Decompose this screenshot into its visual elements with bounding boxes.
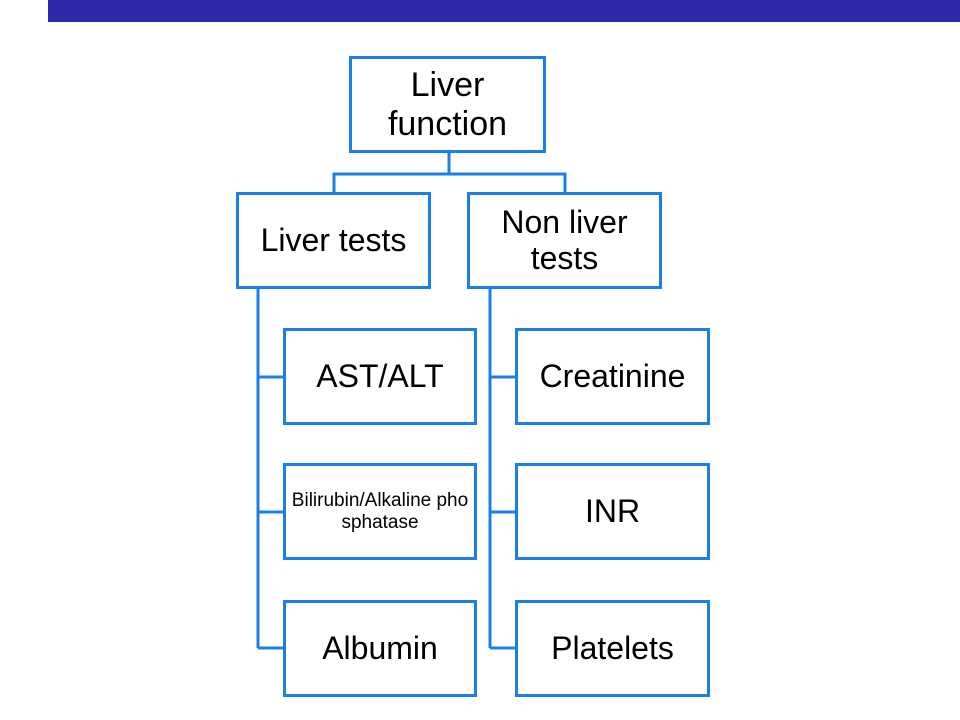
branch-node-label: Non liver tests — [501, 203, 628, 276]
leaf-node-label: INR — [584, 492, 641, 529]
branch-node-non-liver-tests: Non liver tests — [467, 192, 662, 289]
leaf-node-bilirubin-alkaline-phosphatase: Bilirubin/Alkaline phosphatase — [283, 463, 477, 560]
root-node-label: Liver function — [387, 66, 508, 143]
connector-liver-tests-children — [256, 288, 285, 650]
branch-node-liver-tests: Liver tests — [236, 192, 431, 289]
connector-non-liver-tests-children — [488, 288, 517, 650]
leaf-node-ast-alt: AST/ALT — [283, 328, 477, 425]
leaf-node-label: Albumin — [322, 629, 438, 666]
leaf-node-label: Platelets — [551, 629, 674, 666]
branch-node-label: Liver tests — [260, 221, 407, 258]
leaf-node-label: Creatinine — [539, 357, 686, 394]
root-node: Liver function — [349, 56, 546, 153]
leaf-node-platelets: Platelets — [515, 600, 710, 697]
title-bar — [48, 0, 960, 22]
leaf-node-albumin: Albumin — [283, 600, 477, 697]
leaf-node-inr: INR — [515, 463, 710, 560]
leaf-node-label: AST/ALT — [316, 357, 444, 394]
leaf-node-label: Bilirubin/Alkaline phosphatase — [291, 490, 469, 533]
connector-root-to-branches — [332, 152, 567, 192]
leaf-node-creatinine: Creatinine — [515, 328, 710, 425]
